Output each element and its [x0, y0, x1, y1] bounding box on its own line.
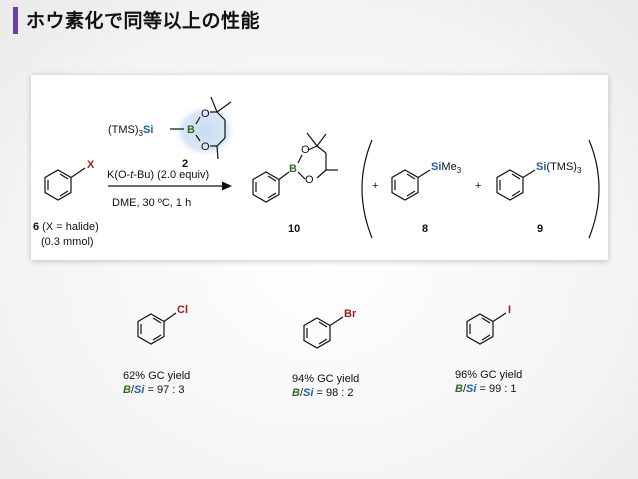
product-oxygen-top: O: [301, 144, 310, 156]
page-title: ホウ素化で同等以上の性能: [26, 10, 261, 32]
reagent-boron: B: [187, 124, 195, 136]
plus-sign-1: +: [372, 180, 378, 192]
plus-sign-2: +: [475, 180, 481, 192]
result-br-halogen: Br: [344, 308, 357, 320]
condition-solvent: DME, 30 ºC, 1 h: [112, 197, 191, 209]
result-i-benzene: [466, 312, 507, 345]
reagent-oxygen-bottom: O: [201, 141, 210, 153]
right-parenthesis: [588, 139, 600, 239]
byproduct-8-number: 8: [422, 223, 428, 235]
product-number: 10: [288, 223, 300, 235]
product-oxygen-bottom: O: [305, 174, 314, 186]
substrate-amount: (0.3 mmol): [41, 236, 94, 248]
result-i-yield: 96% GC yield: [455, 369, 522, 381]
title-accent-bar: [13, 7, 18, 34]
byproduct-9-ring: [496, 169, 536, 201]
reagent-tms-label: (TMS)3Si: [108, 124, 153, 138]
reaction-arrow: [108, 181, 232, 191]
reagent-highlight: [173, 104, 237, 158]
result-cl-yield: 62% GC yield: [123, 370, 190, 382]
byproduct-8-ring: [391, 169, 431, 201]
reagent-ring: [170, 96, 232, 160]
substrate-benzene: [44, 167, 86, 201]
result-i-ratio: B/Si = 99 : 1: [455, 383, 516, 395]
substrate-label: 6 (X = halide): [33, 221, 99, 233]
result-i-halogen: I: [508, 304, 511, 316]
result-br-ratio: B/Si = 98 : 2: [292, 387, 353, 399]
result-br-benzene: [303, 316, 344, 349]
reagent-oxygen-top: O: [201, 108, 210, 120]
byproduct-9-number: 9: [537, 223, 543, 235]
result-br-yield: 94% GC yield: [292, 373, 359, 385]
result-cl-halogen: Cl: [177, 304, 188, 316]
reaction-card: [31, 75, 608, 260]
product-boron: B: [289, 163, 297, 175]
byproduct-8-label: SiMe3: [431, 161, 462, 175]
left-parenthesis: [361, 139, 373, 239]
condition-base: K(O-t-Bu) (2.0 equiv): [107, 169, 209, 181]
result-cl-benzene: [137, 312, 177, 345]
substrate-halide-label: X: [87, 159, 95, 171]
result-cl-ratio: B/Si = 97 : 3: [123, 384, 184, 396]
reagent-number: 2: [182, 158, 188, 170]
byproduct-9-label: Si(TMS)3: [536, 161, 582, 175]
product-structure: [252, 132, 338, 203]
